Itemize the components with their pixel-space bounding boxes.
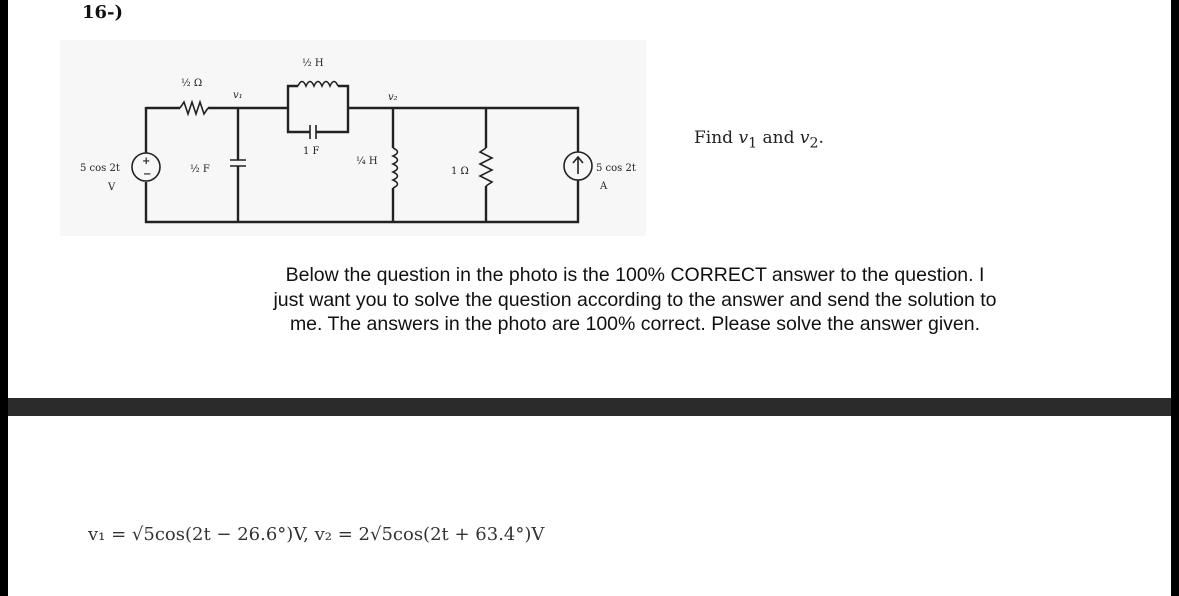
resistor-half-ohm	[179, 99, 209, 117]
label-node-v1: v₁	[233, 90, 243, 101]
label-resistor-half-ohm: ½ Ω	[181, 78, 202, 89]
problem-number: 16-)	[82, 2, 124, 23]
label-resistor-1-ohm: 1 Ω	[451, 166, 469, 177]
label-voltage-source-unit: V	[107, 182, 116, 193]
label-node-v2: v₂	[388, 92, 398, 103]
label-voltage-source-value: 5 cos 2t	[80, 163, 120, 174]
label-capacitor-1f: 1 F	[303, 146, 320, 157]
label-inductor-half-h: ½ H	[302, 58, 324, 69]
panel-divider	[8, 398, 1171, 416]
svg-text:−: −	[143, 169, 151, 180]
answer-panel	[8, 416, 1171, 596]
resistor-1-ohm	[478, 147, 494, 187]
circuit-diagram: + − ½ Ω ½ H v₁ v₂ 1 F ½ F ¼ H 1 Ω 5 cos …	[60, 40, 646, 236]
label-current-source-value: 5 cos 2t	[596, 163, 636, 174]
inductor-quarter-h	[391, 147, 399, 189]
problem-prompt: Find v1 and v2.	[694, 128, 824, 152]
current-source	[563, 151, 593, 181]
wire-top-right	[348, 106, 580, 152]
svg-text:+: +	[142, 156, 150, 167]
current-arrow-icon	[572, 155, 584, 174]
inductor-half-h	[297, 80, 339, 88]
answer-text: v₁ = √5cos(2t − 26.6°)V, v₂ = 2√5cos(2t …	[88, 524, 545, 545]
label-current-source-unit: A	[599, 181, 608, 192]
label-inductor-quarter-h: ¼ H	[356, 156, 378, 167]
label-capacitor-half-f: ½ F	[190, 164, 210, 175]
wire-left-top	[144, 106, 180, 110]
wire-bottom	[144, 180, 580, 224]
instruction-text: Below the question in the photo is the 1…	[273, 264, 997, 335]
